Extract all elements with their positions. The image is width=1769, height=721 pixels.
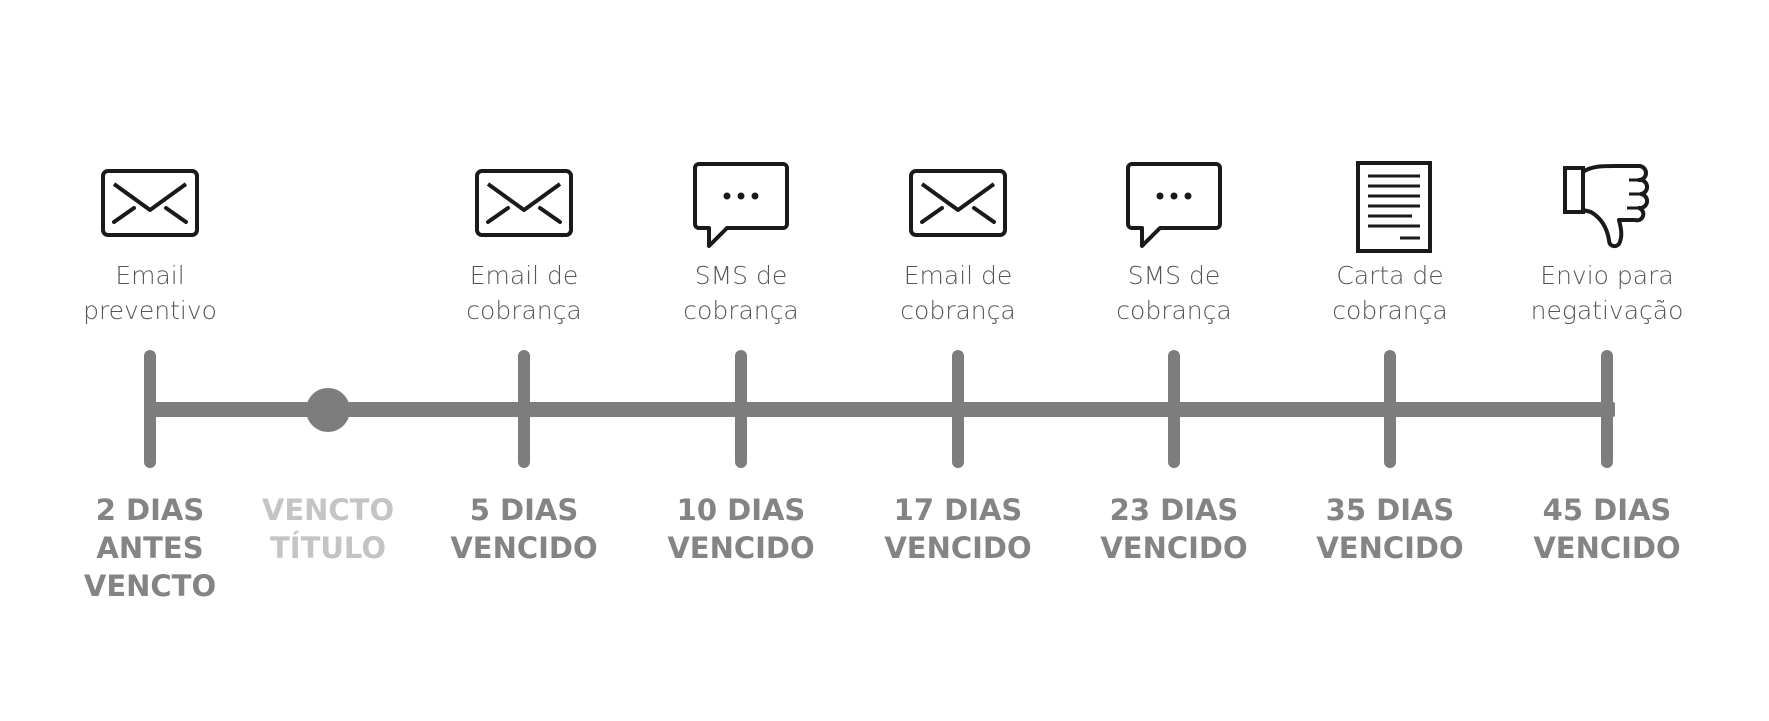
timeline-tick bbox=[518, 350, 530, 468]
step-timing-label: 10 DIAS VENCIDO bbox=[667, 493, 815, 565]
due-date-marker bbox=[306, 388, 350, 432]
timeline-tick bbox=[735, 350, 747, 468]
step-action-label: Email preventivo bbox=[83, 261, 217, 325]
step-action-label: SMS de cobrança bbox=[683, 261, 799, 325]
timeline-tick bbox=[1168, 350, 1180, 468]
step-timing-label: 5 DIAS VENCIDO bbox=[450, 493, 598, 565]
step-action-label: Email de cobrança bbox=[900, 261, 1016, 325]
envelope-icon bbox=[100, 160, 200, 255]
thumbs-down-icon bbox=[1557, 160, 1657, 255]
step-timing-label: 35 DIAS VENCIDO bbox=[1316, 493, 1464, 565]
document-icon bbox=[1340, 160, 1440, 255]
step-action-label: Email de cobrança bbox=[466, 261, 582, 325]
timeline-tick bbox=[1601, 350, 1613, 468]
speech-bubble-icon bbox=[1124, 160, 1224, 255]
envelope-icon bbox=[908, 160, 1008, 255]
timeline-axis-line bbox=[147, 402, 1615, 417]
step-action-label: Carta de cobrança bbox=[1332, 261, 1448, 325]
step-timing-label: 17 DIAS VENCIDO bbox=[884, 493, 1032, 565]
timeline-tick bbox=[144, 350, 156, 468]
speech-bubble-icon bbox=[691, 160, 791, 255]
timeline-tick bbox=[1384, 350, 1396, 468]
step-timing-label: 2 DIAS ANTES VENCTO bbox=[83, 493, 217, 603]
step-timing-label: 45 DIAS VENCIDO bbox=[1533, 493, 1681, 565]
step-action-label: Envio para negativação bbox=[1530, 261, 1684, 325]
envelope-icon bbox=[474, 160, 574, 255]
step-action-label: SMS de cobrança bbox=[1116, 261, 1232, 325]
timeline-tick bbox=[952, 350, 964, 468]
step-timing-label: 23 DIAS VENCIDO bbox=[1100, 493, 1248, 565]
due-date-label: VENCTO TÍTULO bbox=[261, 493, 395, 565]
